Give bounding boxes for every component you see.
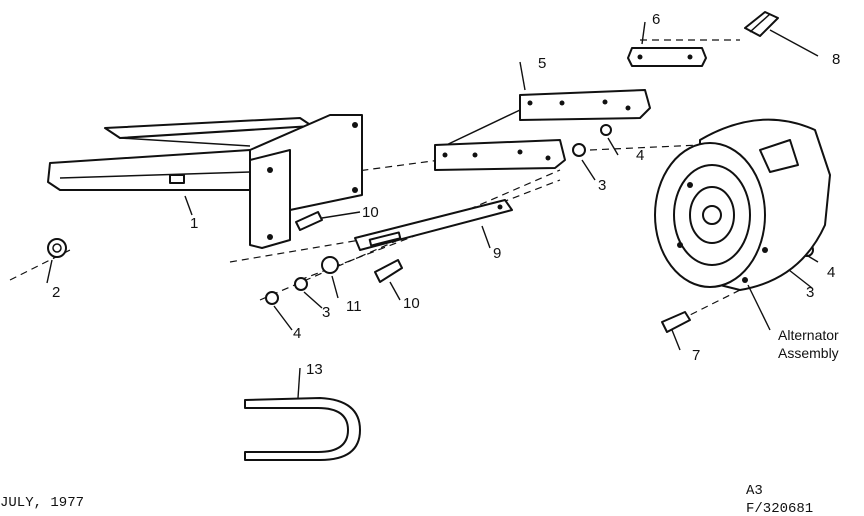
screw-10-upper bbox=[295, 211, 323, 231]
assembly-label-line1: Alternator bbox=[778, 327, 839, 343]
callout-9: 9 bbox=[493, 245, 501, 262]
callout-5: 5 bbox=[538, 55, 546, 72]
mounting-bracket bbox=[249, 114, 363, 249]
callout-1: 1 bbox=[190, 215, 198, 232]
footer: JULY, 1977 A3 F/320681 bbox=[0, 483, 813, 516]
screw-10-lower bbox=[374, 259, 403, 283]
callout-3-right: 3 bbox=[806, 284, 814, 301]
part-13-belt bbox=[244, 397, 361, 461]
alternator-assembly-label: Alternator Assembly bbox=[778, 327, 839, 361]
footer-date: JULY, 1977 bbox=[0, 495, 84, 511]
part-8-bolt bbox=[744, 11, 779, 37]
callout-4-upper: 4 bbox=[636, 147, 644, 164]
fasteners bbox=[47, 124, 814, 333]
callout-10-lower: 10 bbox=[403, 295, 420, 312]
callout-10-upper: 10 bbox=[362, 204, 379, 221]
callout-8: 8 bbox=[832, 51, 840, 68]
washer-11 bbox=[321, 256, 339, 274]
washer-2 bbox=[47, 238, 67, 258]
callout-4-lower: 4 bbox=[293, 325, 301, 342]
footer-figure: F/320681 bbox=[746, 501, 813, 516]
alternator-assembly bbox=[654, 118, 831, 291]
callout-13: 13 bbox=[306, 361, 323, 378]
leader-lines bbox=[46, 21, 819, 399]
callout-7: 7 bbox=[692, 347, 700, 364]
nut-3-upper bbox=[572, 143, 586, 157]
nut-4-lower bbox=[265, 291, 279, 305]
callout-2: 2 bbox=[52, 284, 60, 301]
bolt-7 bbox=[661, 311, 691, 333]
callout-labels: 1 2 3 4 5 6 8 9 10 10 11 3 4 3 4 7 13 bbox=[52, 11, 840, 378]
part-5-brackets bbox=[434, 89, 651, 171]
callout-4-right: 4 bbox=[827, 264, 835, 281]
nut-3-lower bbox=[294, 277, 308, 291]
part-6-strap bbox=[627, 47, 707, 67]
callout-11: 11 bbox=[346, 298, 362, 315]
callout-3-upper: 3 bbox=[598, 177, 606, 194]
footer-sheet: A3 bbox=[746, 483, 763, 499]
part-1-slide-rails bbox=[47, 117, 313, 191]
nut-4-upper bbox=[600, 124, 612, 136]
assembly-label-line2: Assembly bbox=[778, 345, 839, 361]
part-9-adjusting-arm bbox=[354, 199, 513, 251]
callout-3-lower: 3 bbox=[322, 304, 330, 321]
callout-6: 6 bbox=[652, 11, 660, 28]
